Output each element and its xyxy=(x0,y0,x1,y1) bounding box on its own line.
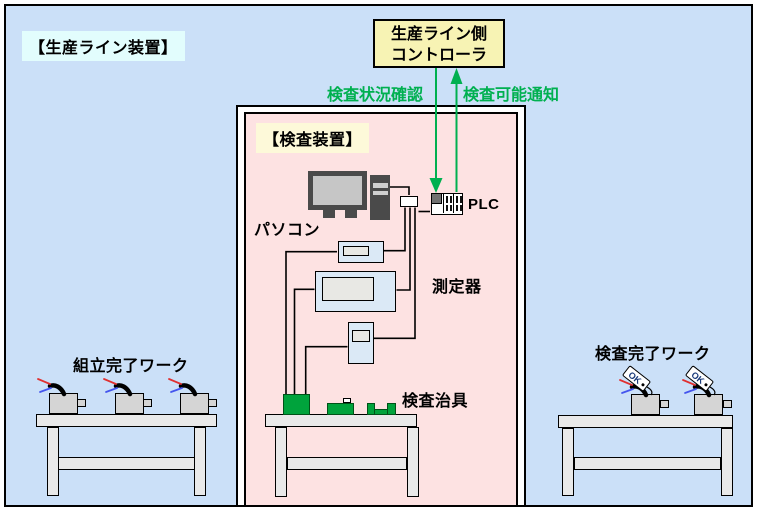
inspection-workbench-top xyxy=(265,414,417,427)
workpiece-shaft xyxy=(143,399,152,407)
jig-bar xyxy=(374,409,388,415)
workpiece-shaft xyxy=(208,399,217,407)
plc-module xyxy=(443,194,453,213)
assembled-work-label: 組立完了ワーク xyxy=(73,358,189,375)
right-workbench-leg xyxy=(721,427,733,496)
status-check-label: 検査状況確認 xyxy=(327,87,424,104)
left-workbench-bar xyxy=(58,457,195,470)
plc-module xyxy=(453,194,463,213)
plc-cpu-cell xyxy=(432,194,442,204)
jig-block xyxy=(282,394,310,415)
measuring-device-2-display xyxy=(321,276,374,301)
plc-icon xyxy=(431,193,463,215)
workpiece-motor xyxy=(694,394,723,415)
measuring-label: 測定器 xyxy=(432,279,482,296)
inspection-device-label: 【検査装置】 xyxy=(256,123,370,153)
pc-screen xyxy=(312,176,362,205)
tower-slot xyxy=(372,190,388,195)
pc-monitor-icon xyxy=(307,171,367,210)
workpiece-motor xyxy=(115,393,144,414)
left-workbench-leg xyxy=(46,426,59,496)
tag-hole xyxy=(703,382,708,387)
left-workbench-top xyxy=(36,414,217,427)
workpiece-shaft xyxy=(77,399,86,407)
inspected-work-label: 検査完了ワーク xyxy=(595,346,711,363)
inspection-workbench-leg xyxy=(275,426,287,497)
left-workbench-leg xyxy=(194,426,206,496)
measuring-device-3-display xyxy=(351,329,370,342)
production-line-label: 【生産ライン装置】 xyxy=(22,31,185,61)
monitor-foot xyxy=(345,210,357,218)
ready-notify-label: 検査可能通知 xyxy=(463,87,560,104)
measuring-device-3 xyxy=(348,321,374,364)
inspection-workbench-leg xyxy=(406,426,419,497)
workpiece-motor xyxy=(180,393,209,414)
jig-label: 検査治具 xyxy=(402,393,469,410)
line-controller-box: 生産ライン側 コントローラ xyxy=(373,19,505,68)
pc-label: パソコン xyxy=(254,222,321,239)
controller-label-line2: コントローラ xyxy=(390,47,487,64)
workpiece-shaft xyxy=(722,400,732,408)
right-workbench-leg xyxy=(562,427,574,496)
controller-label-line1: 生産ライン側 xyxy=(390,26,487,43)
workpiece-motor xyxy=(49,393,78,414)
tag-hole xyxy=(640,382,645,387)
right-workbench-top xyxy=(558,415,733,428)
workpiece-motor xyxy=(631,394,660,415)
terminal-hub-icon xyxy=(400,196,418,207)
tower-slot xyxy=(372,183,388,188)
monitor-foot xyxy=(323,210,335,218)
workpiece-shaft xyxy=(659,400,669,408)
jig-post xyxy=(366,403,375,415)
jig-block xyxy=(326,402,354,415)
jig-post xyxy=(386,403,396,415)
inspection-workbench-bar xyxy=(287,457,407,470)
measuring-device-1-display xyxy=(342,246,369,256)
right-workbench-bar xyxy=(574,457,721,470)
plc-label: PLC xyxy=(468,196,500,213)
pc-tower-icon xyxy=(370,175,390,220)
